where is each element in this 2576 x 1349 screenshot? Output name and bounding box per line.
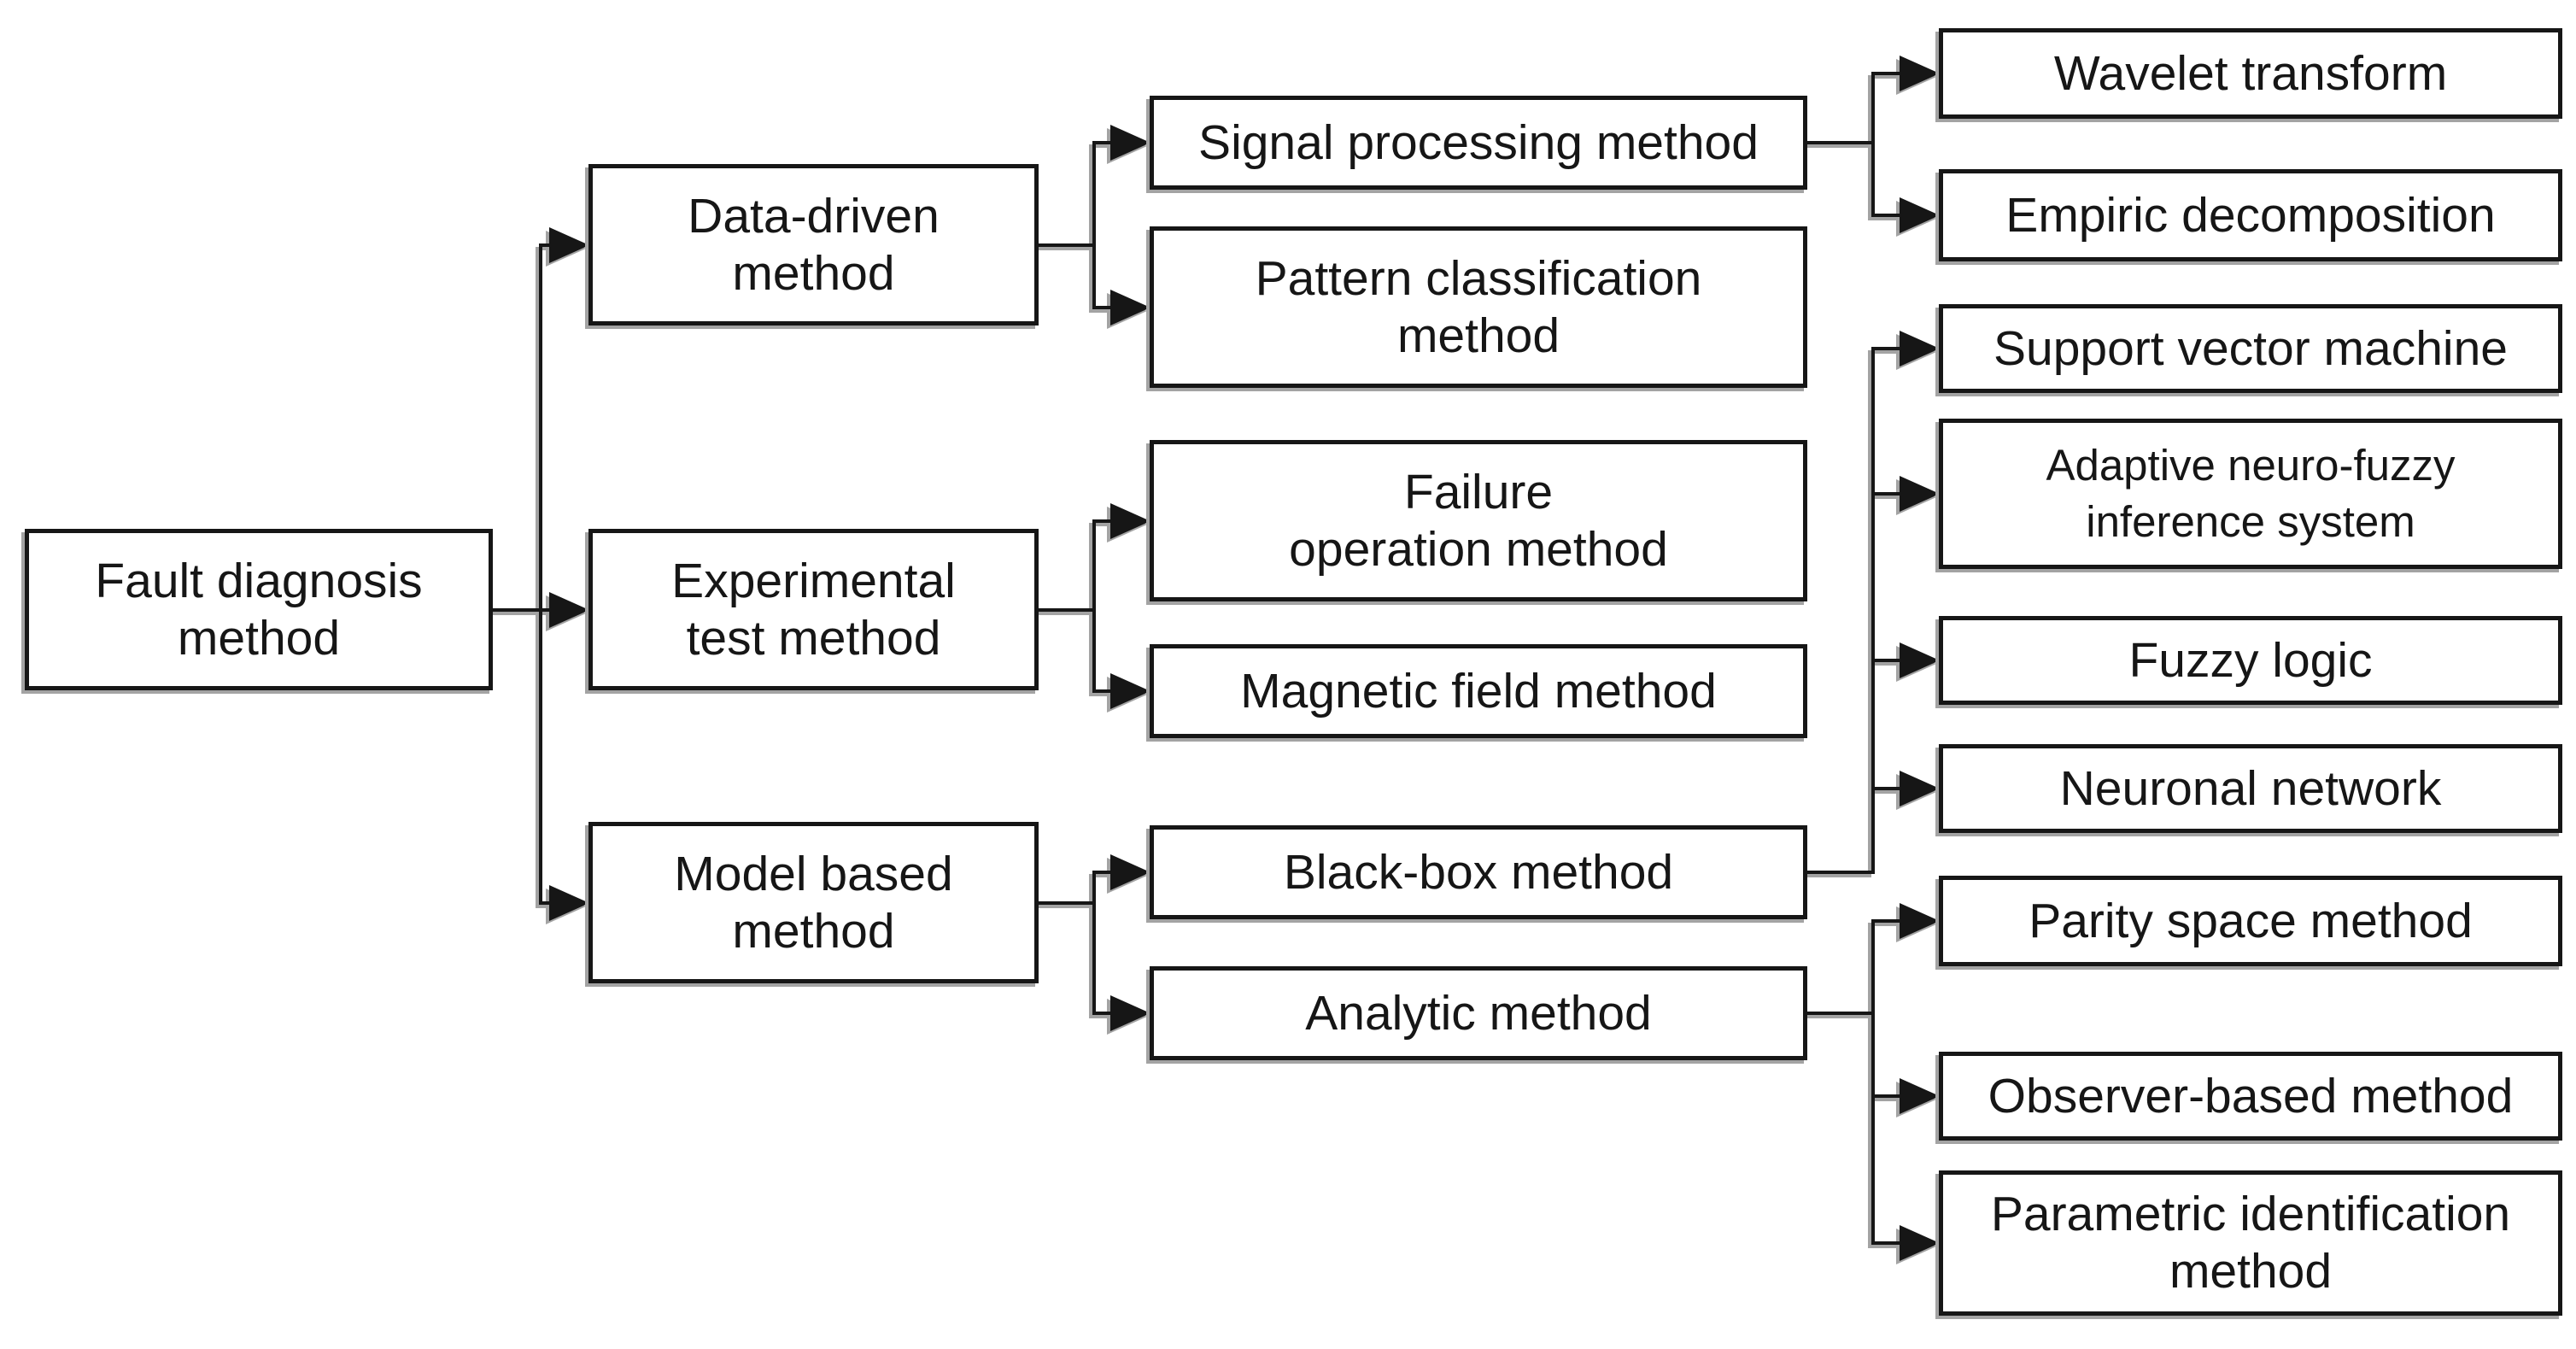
node-label: Signal processing method (1198, 114, 1759, 170)
node-magnetic-field-method: Magnetic field method (1150, 644, 1807, 738)
node-label: Black-box method (1283, 844, 1674, 900)
node-wavelet-transform: Wavelet transform (1939, 28, 2562, 119)
node-support-vector-machine: Support vector machine (1939, 304, 2562, 393)
node-label: Analytic method (1305, 985, 1652, 1041)
node-empiric-decomposition: Empiric decomposition (1939, 169, 2562, 261)
node-analytic-method: Analytic method (1150, 966, 1807, 1060)
node-neuronal-network: Neuronal network (1939, 744, 2562, 833)
node-parity-space-method: Parity space method (1939, 876, 2562, 966)
node-label: Parity space method (2029, 893, 2473, 948)
node-signal-processing-method: Signal processing method (1150, 96, 1807, 190)
node-label: Magnetic field method (1240, 663, 1717, 718)
node-label: Wavelet transform (2053, 45, 2448, 101)
node-label: Fuzzy logic (2128, 632, 2373, 688)
node-label: Support vector machine (1993, 320, 2508, 376)
node-fuzzy-logic: Fuzzy logic (1939, 616, 2562, 705)
node-label: Observer-based method (1988, 1068, 2514, 1123)
node-observer-based-method: Observer-based method (1939, 1052, 2562, 1141)
node-black-box-method: Black-box method (1150, 825, 1807, 919)
node-label: Neuronal network (2059, 760, 2442, 816)
node-label: Empiric decomposition (2005, 187, 2496, 243)
